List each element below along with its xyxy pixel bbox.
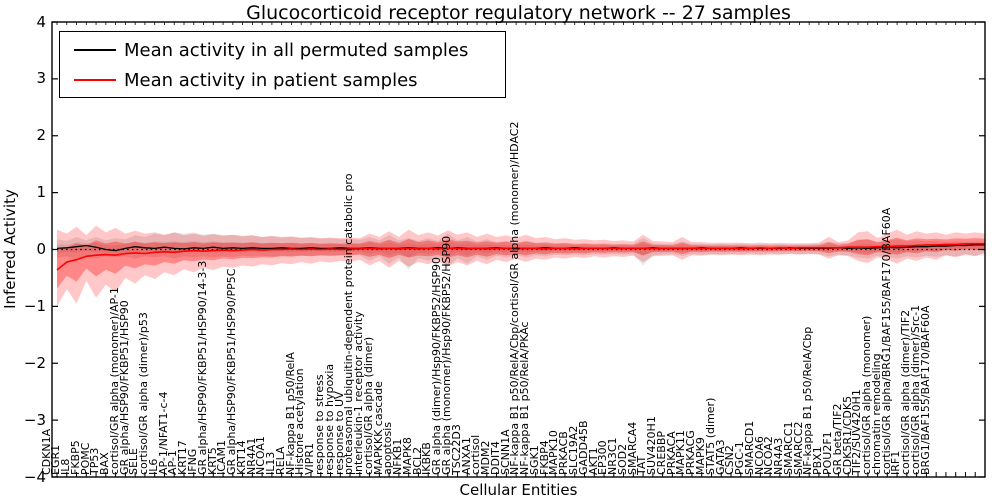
legend-line-patient-icon xyxy=(74,79,116,81)
legend-entry-patient: Mean activity in patient samples xyxy=(60,65,505,95)
permuted-band-outer xyxy=(57,232,985,270)
legend-label-permuted: Mean activity in all permuted samples xyxy=(124,40,469,61)
chart-title: Glucocorticoid receptor regulatory netwo… xyxy=(246,2,791,24)
legend-label-patient: Mean activity in patient samples xyxy=(124,70,418,91)
y-axis-label: Inferred Activity xyxy=(1,189,19,309)
x-axis-label: Cellular Entities xyxy=(459,481,578,499)
patient-mean-line xyxy=(56,243,985,271)
patient-band-outer xyxy=(57,225,985,307)
legend-entry-permuted: Mean activity in all permuted samples xyxy=(60,35,505,65)
patient-band-inner xyxy=(57,237,985,289)
legend-line-permuted-icon xyxy=(74,49,116,51)
legend-box: Mean activity in all permuted samples Me… xyxy=(59,31,506,98)
